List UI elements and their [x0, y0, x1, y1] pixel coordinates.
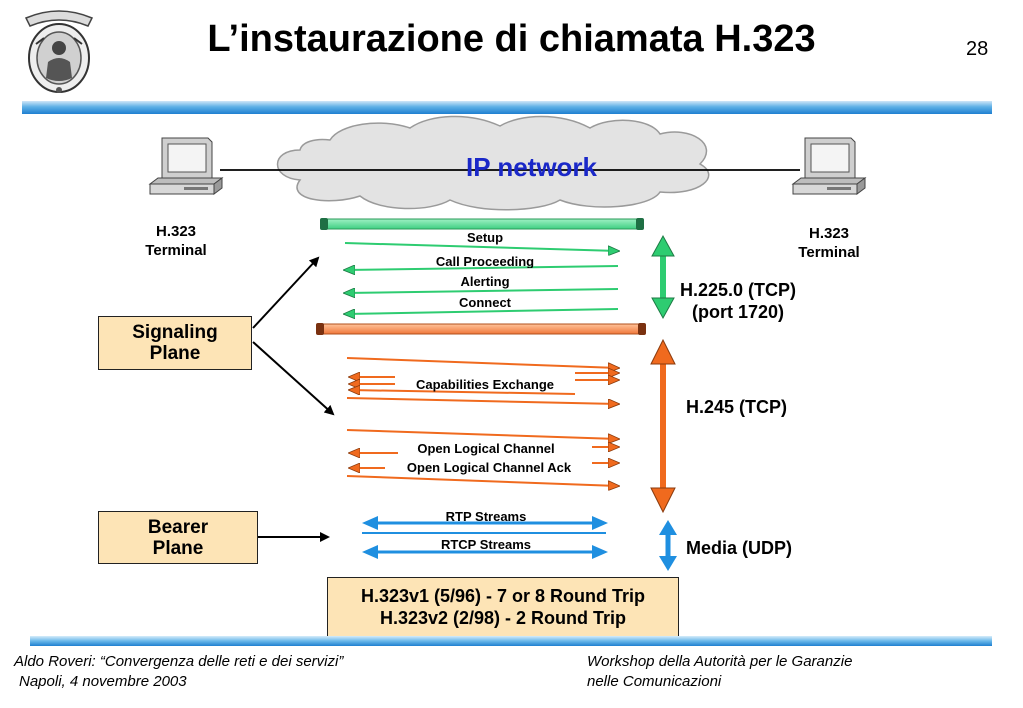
- computer-icon: [791, 137, 867, 195]
- round-trip-summary-box: H.323v1 (5/96) - 7 or 8 Round Trip H.323…: [327, 577, 679, 637]
- open-logical-channel-ack-label: Open Logical Channel Ack: [406, 460, 572, 475]
- bearer-plane-line1: Bearer: [147, 516, 209, 538]
- summary-line-v1: H.323v1 (5/96) - 7 or 8 Round Trip: [360, 586, 646, 606]
- signaling-plane-line2: Plane: [149, 343, 201, 364]
- capabilities-exchange-label: Capabilities Exchange: [416, 377, 554, 392]
- alerting-arrow: [345, 289, 619, 293]
- footer-left: Aldo Roveri: “Convergenza delle reti e d…: [14, 652, 343, 692]
- h245-double-arrow: [650, 338, 676, 514]
- bearer-plane-line2: Plane: [152, 537, 204, 559]
- footer-divider: [30, 636, 992, 646]
- h225-protocol-line1: H.225.0 (TCP): [680, 280, 797, 300]
- call-proceeding-arrow: [345, 266, 619, 270]
- h245-protocol-label: H.245 (TCP): [686, 397, 788, 417]
- connect-arrow: [345, 308, 619, 314]
- rtp-streams-label: RTP Streams: [445, 509, 527, 524]
- ip-network-label: IP network: [466, 152, 598, 182]
- slide-title: L’instaurazione di chiamata H.323: [207, 18, 816, 60]
- computer-icon: [148, 137, 224, 195]
- media-double-arrow: [659, 520, 677, 571]
- signaling-to-h225-arrow: [252, 256, 320, 329]
- footer-event-line2: nelle Comunicazioni: [587, 673, 722, 690]
- right-terminal-line2: Terminal: [798, 244, 860, 261]
- h245-channel-bar: [316, 323, 646, 335]
- left-terminal-line2: Terminal: [145, 242, 207, 259]
- rtcp-streams-arrows: [362, 545, 608, 559]
- left-terminal-label: H.323 Terminal: [128, 222, 224, 260]
- footer-place-date: Napoli, 4 novembre 2003: [19, 673, 187, 690]
- capabilities-exchange-arrows: [346, 357, 618, 404]
- summary-line-v2: H.323v2 (2/98) - 2 Round Trip: [379, 608, 627, 628]
- connect-label: Connect: [459, 295, 511, 310]
- signaling-plane-line1: Signaling: [132, 322, 218, 343]
- university-seal-logo: [24, 10, 94, 93]
- h225-protocol-line2: (port 1720): [692, 302, 785, 322]
- bearer-plane-box: Bearer Plane: [98, 511, 258, 564]
- left-terminal-line1: H.323: [155, 223, 197, 240]
- setup-arrow: [344, 242, 618, 251]
- h225-double-arrow: [651, 234, 675, 320]
- right-terminal-line1: H.323: [808, 225, 850, 242]
- rtcp-streams-label: RTCP Streams: [440, 537, 532, 552]
- signaling-to-h245-arrow: [252, 341, 335, 416]
- footer-event-line1: Workshop della Autorità per le Garanzie: [587, 653, 853, 670]
- call-proceeding-label: Call Proceeding: [435, 254, 535, 268]
- h225-channel-bar: [320, 218, 644, 230]
- footer-right: Workshop della Autorità per le Garanzie …: [587, 652, 852, 692]
- media-protocol-label: Media (UDP): [686, 538, 793, 558]
- signaling-plane-box: Signaling Plane: [98, 316, 252, 370]
- open-logical-channel-label: Open Logical Channel: [417, 441, 555, 456]
- rtp-streams-arrows: [362, 516, 608, 534]
- setup-label: Setup: [466, 230, 504, 245]
- footer-author: Aldo Roveri: “Convergenza delle reti e d…: [14, 653, 344, 670]
- page-number: 28: [966, 38, 989, 60]
- h225-protocol-label: H.225.0 (TCP) (port 1720): [680, 279, 796, 323]
- alerting-label: Alerting: [460, 274, 510, 289]
- open-logical-channel-arrows: [346, 429, 618, 486]
- right-terminal-label: H.323 Terminal: [781, 224, 877, 262]
- header-divider: [22, 101, 992, 114]
